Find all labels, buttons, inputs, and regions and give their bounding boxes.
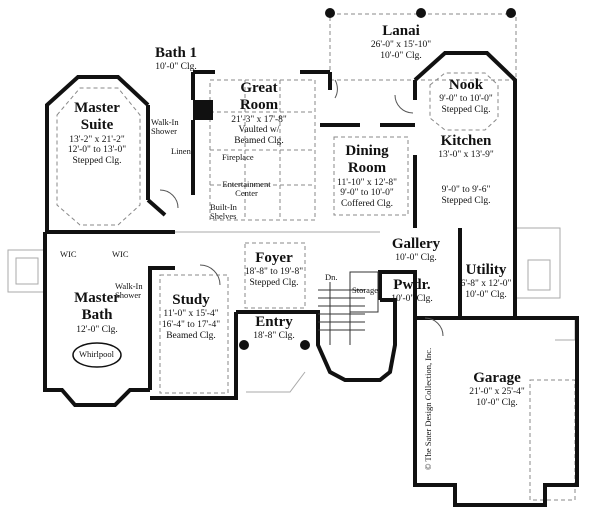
room-name: Master Bath xyxy=(74,290,120,324)
room-name: Great Room xyxy=(239,80,279,114)
kitchen-ceiling: 9'-0" to 9'-6" Stepped Clg. xyxy=(441,185,490,207)
entertainment-center-label: Entertainment Center xyxy=(222,179,271,199)
fireplace-label: Fireplace xyxy=(222,152,254,162)
room-ceiling: 9'-0" to 10'-0" xyxy=(439,94,493,105)
room-ceiling: 9'-0" to 10'-0" xyxy=(340,188,394,199)
room-ceiling: 18'-8" to 19'-8" xyxy=(244,267,304,278)
room-entry: Entry 18'-8" Clg. xyxy=(253,314,294,342)
room-name: Lanai xyxy=(382,23,420,39)
room-name: Garage xyxy=(473,370,521,386)
room-ceiling-type: Beamed Clg. xyxy=(234,136,284,147)
stairs-down-label: Dn. xyxy=(325,272,338,282)
whirlpool-label: Whirlpool xyxy=(79,349,114,359)
room-ceiling: 10'-0" Clg. xyxy=(391,294,433,305)
room-size: 26'-0" x 15'-10" xyxy=(370,40,432,51)
room-size: 13'-2" x 21'-2" xyxy=(69,134,125,145)
room-size: 6'-8" x 12'-0" xyxy=(460,279,512,290)
room-name: Study xyxy=(172,292,210,308)
wic-left-label: WIC xyxy=(60,249,77,259)
room-foyer: Foyer 18'-8" to 19'-8" Stepped Clg. xyxy=(245,250,303,289)
room-name: Foyer xyxy=(255,250,293,266)
wic-right-label: WIC xyxy=(112,249,129,259)
room-nook: Nook 9'-0" to 10'-0" Stepped Clg. xyxy=(439,77,492,116)
room-ceiling-type: Beamed Clg. xyxy=(166,331,216,342)
room-lanai: Lanai 26'-0" x 15'-10" 10'-0" Clg. xyxy=(371,23,431,62)
linen-label: Linen xyxy=(171,146,191,156)
room-gallery: Gallery 10'-0" Clg. xyxy=(392,236,440,264)
columns xyxy=(193,8,516,350)
room-ceiling-type: Coffered Clg. xyxy=(340,199,394,210)
room-ceiling: 10'-0" Clg. xyxy=(380,51,422,62)
room-ceiling: 10'-0" Clg. xyxy=(155,62,197,73)
room-ceiling-type: Stepped Clg. xyxy=(441,195,491,206)
room-ceiling: 10'-0" Clg. xyxy=(465,290,507,301)
room-ceiling: 18'-8" Clg. xyxy=(253,331,295,342)
stairs xyxy=(318,271,379,345)
room-ceiling-type: Stepped Clg. xyxy=(72,156,122,167)
room-name: Pwdr. xyxy=(393,277,431,293)
room-ceiling: 10'-0" Clg. xyxy=(476,398,518,409)
room-name: Entry xyxy=(255,314,293,330)
room-name: Nook xyxy=(448,77,484,93)
room-garage: Garage 21'-0" x 25'-4" 10'-0" Clg. xyxy=(469,370,525,409)
room-ceiling: 9'-0" to 9'-6" xyxy=(441,185,491,195)
room-size: 21'-3" x 17'-8" xyxy=(231,114,287,125)
room-ceiling: 12'-0" to 13'-0" xyxy=(67,145,127,156)
room-name: Dining Room xyxy=(345,143,389,177)
whirlpool-tub xyxy=(72,342,122,368)
room-ceiling-type: Stepped Clg. xyxy=(249,278,299,289)
walk-in-shower-label: Walk-In Shower xyxy=(151,117,179,137)
room-master-bath: Master Bath 12'-0" Clg. xyxy=(72,290,122,335)
room-size: 11'-0" x 15'-4" xyxy=(163,309,219,320)
ceiling-lines xyxy=(56,13,576,501)
storage-label: Storage xyxy=(352,285,378,295)
room-size: 21'-0" x 25'-4" xyxy=(469,387,525,398)
room-ceiling: 16'-4" to 17'-4" xyxy=(161,320,221,331)
room-name: Bath 1 xyxy=(154,45,198,61)
room-name: Utility xyxy=(465,262,507,278)
room-ceiling: Vaulted w/ xyxy=(238,125,280,136)
walls xyxy=(43,51,579,507)
room-bath1: Bath 1 10'-0" Clg. xyxy=(155,45,197,73)
room-dining-room: Dining Room 11'-10" x 12'-8" 9'-0" to 10… xyxy=(337,143,397,210)
built-in-shelves-label: Built-In Shelves xyxy=(210,202,237,222)
room-utility: Utility 6'-8" x 12'-0" 10'-0" Clg. xyxy=(461,262,512,301)
room-master-suite: Master Suite 13'-2" x 21'-2" 12'-0" to 1… xyxy=(67,100,127,167)
copyright-watermark: © The Sater Design Collection, Inc. xyxy=(423,347,433,470)
door-swings xyxy=(159,79,444,337)
room-kitchen: Kitchen 13'-0" x 13'-9" xyxy=(438,133,494,161)
room-name: Gallery xyxy=(391,236,441,252)
room-name: Kitchen xyxy=(440,133,492,149)
room-ceiling-type: Stepped Clg. xyxy=(441,105,491,116)
room-ceiling: 10'-0" Clg. xyxy=(395,253,437,264)
room-ceiling: 12'-0" Clg. xyxy=(76,324,118,335)
room-size: 13'-0" x 13'-9" xyxy=(438,150,494,161)
room-study: Study 11'-0" x 15'-4" 16'-4" to 17'-4" B… xyxy=(162,292,220,342)
room-great-room: Great Room 21'-3" x 17'-8" Vaulted w/ Be… xyxy=(231,80,287,147)
walk-in-shower-2-label: Walk-In Shower xyxy=(115,281,143,301)
room-size: 11'-10" x 12'-8" xyxy=(337,177,397,188)
room-powder: Pwdr. 10'-0" Clg. xyxy=(391,277,432,305)
room-name: Master Suite xyxy=(74,100,120,134)
